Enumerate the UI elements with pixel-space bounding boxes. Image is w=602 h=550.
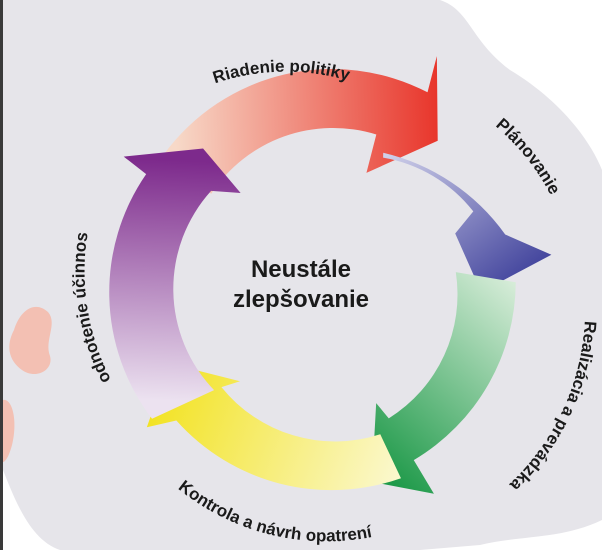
- arrow-kontrola-a-navrh-opatreni: [146, 363, 401, 491]
- arrow-planovanie: [383, 152, 552, 292]
- map-blob-left-bottom: [3, 399, 15, 462]
- map-blob-left: [9, 306, 52, 375]
- arrow-hodnotenie-ucinnosti: [109, 148, 241, 419]
- arrow-riadenie-politiky: [163, 56, 438, 194]
- center-title-line-2: zlepšovanie: [232, 286, 370, 313]
- left-border: [0, 0, 3, 550]
- center-title-line-1: Neustále: [250, 256, 352, 283]
- center-title: Neustále zlepšovanie: [201, 255, 401, 315]
- arrow-realizacia-a-prevadzka: [371, 272, 516, 494]
